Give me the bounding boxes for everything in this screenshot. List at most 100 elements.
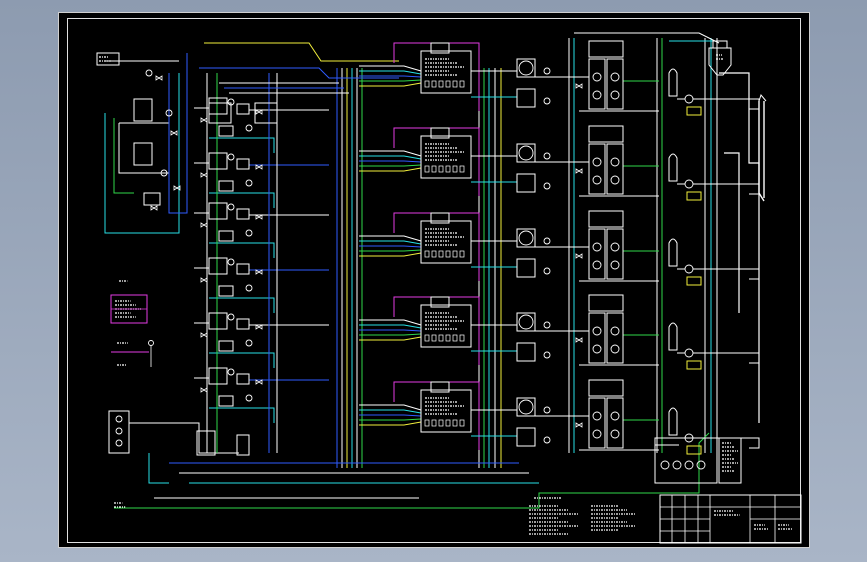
valve-symbol: [200, 387, 208, 393]
pump-symbol: [245, 339, 253, 347]
filter-column: [606, 312, 624, 364]
clarifier-drum: [518, 60, 534, 76]
clarifier-drum: [518, 145, 534, 161]
clarifier-tank: [516, 397, 536, 417]
basin-cell: [431, 334, 437, 342]
pump-symbol: [245, 124, 253, 132]
valve-symbol: [150, 205, 158, 211]
valve-symbol: [255, 164, 263, 170]
pump-symbol: [245, 179, 253, 187]
pump-symbol: [592, 72, 602, 82]
stack-cap: [758, 93, 767, 102]
valve-symbol: [255, 269, 263, 275]
reactor-unit: [218, 180, 234, 192]
basin-cell: [445, 165, 451, 173]
pump-symbol: [610, 157, 620, 167]
pump-symbol: [115, 439, 123, 447]
filter-column: [588, 228, 606, 280]
pump-symbol: [115, 415, 123, 423]
basin-header: [430, 42, 450, 54]
basin-cell: [452, 165, 458, 173]
pump-symbol: [543, 406, 551, 414]
basin-cell: [431, 165, 437, 173]
train-inlet-pipe: [359, 235, 422, 242]
filter-column: [606, 143, 624, 195]
branch-pipe: [209, 137, 275, 153]
basin-cell: [459, 334, 465, 342]
treatment-basin: [420, 389, 472, 433]
pump-symbol: [610, 90, 620, 100]
clarifier-tank: [516, 143, 536, 163]
valve-symbol: [575, 83, 583, 89]
valve-symbol: [155, 75, 163, 81]
tower-sump: [686, 445, 702, 455]
reactor-unit: [208, 202, 228, 220]
silo-hopper: [708, 47, 732, 76]
train-inlet-pipe: [359, 329, 422, 332]
train-inlet-pipe: [359, 421, 422, 426]
basin-header: [430, 127, 450, 139]
pump-station-discharge: [129, 422, 239, 454]
bottom-green-line: [114, 432, 710, 509]
clarifier-tank: [516, 312, 536, 332]
train-inlet-pipe: [359, 70, 422, 75]
basin-cell: [438, 334, 444, 342]
valve-symbol: [575, 337, 583, 343]
train-inlet-pipe: [359, 240, 422, 245]
train-inlet-pipe: [359, 414, 422, 417]
right-stack-pipe: [758, 101, 765, 202]
pressure-vessel: [196, 430, 216, 456]
clarifier-tank: [516, 173, 536, 193]
basin-cell: [459, 250, 465, 258]
branch-pipe: [209, 242, 275, 258]
filter-header: [588, 210, 624, 228]
basin-cell: [438, 165, 444, 173]
pump-symbol: [592, 242, 602, 252]
valve-symbol: [200, 332, 208, 338]
filter-column: [588, 143, 606, 195]
basin-cell: [459, 419, 465, 427]
upper-tank: [254, 102, 278, 124]
filter-header: [588, 379, 624, 397]
reactor-unit: [236, 263, 250, 275]
valve-symbol: [170, 130, 178, 136]
valve-symbol: [575, 422, 583, 428]
valve-symbol: [255, 379, 263, 385]
pump-symbol: [610, 260, 620, 270]
tower-column: [668, 407, 678, 436]
top-supply-line: [204, 42, 399, 62]
pump-symbol: [543, 321, 551, 329]
filter-header: [588, 40, 624, 58]
pump-symbol: [543, 152, 551, 160]
clarifier-drum: [518, 230, 534, 246]
tower-sump: [686, 106, 702, 116]
train-inlet-pipe: [359, 324, 422, 329]
pump-symbol: [610, 411, 620, 421]
pump-symbol: [610, 175, 620, 185]
basin-cell: [438, 80, 444, 88]
pump-symbol: [245, 284, 253, 292]
tower-sump: [686, 360, 702, 370]
pump-symbol: [543, 267, 551, 275]
valve-symbol: [200, 172, 208, 178]
basin-cell: [452, 250, 458, 258]
pump-symbol: [592, 326, 602, 336]
drawing-sheet: [58, 12, 810, 548]
pump-station: [108, 410, 130, 454]
reactor-unit: [236, 318, 250, 330]
tower-discharge: [693, 352, 760, 364]
left-loop-pipe: [113, 118, 134, 194]
valve-symbol: [255, 109, 263, 115]
sludge-pump-panel: [654, 437, 718, 484]
valve-symbol: [173, 185, 181, 191]
inlet-tank: [96, 52, 120, 66]
train-inlet-pipe: [359, 82, 422, 87]
left-feed-pipe: [168, 53, 188, 214]
filter-column: [588, 397, 606, 449]
pump-symbol: [227, 153, 235, 161]
drawing-frame: [67, 18, 801, 543]
process-flow-diagram: [96, 32, 802, 544]
basin-cell: [445, 250, 451, 258]
basin-header: [430, 212, 450, 224]
pump-symbol: [227, 368, 235, 376]
